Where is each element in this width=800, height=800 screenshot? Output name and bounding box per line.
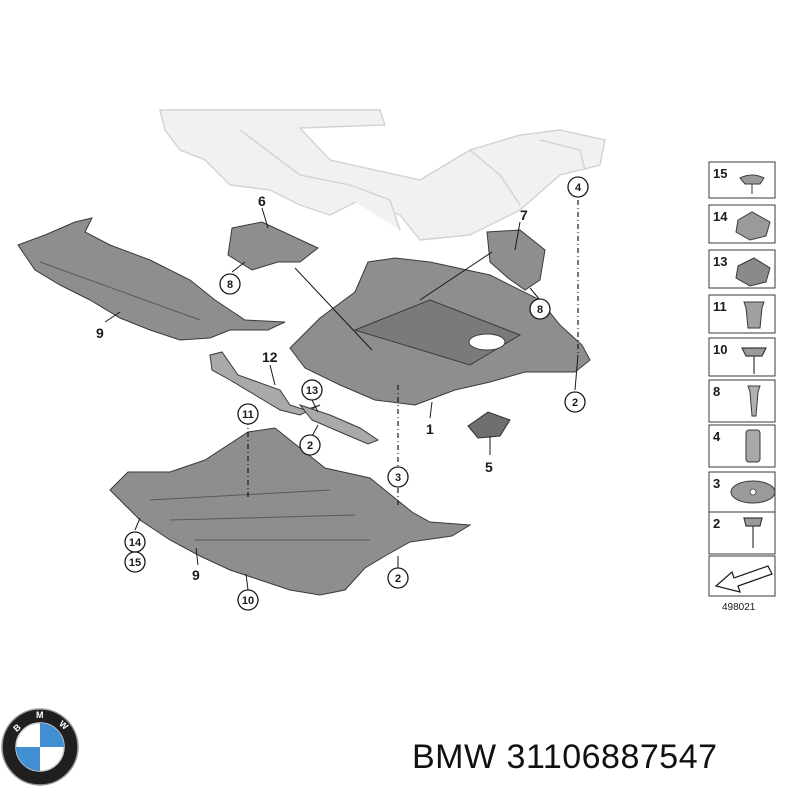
screw-15-icon <box>739 174 765 194</box>
bracket-6 <box>227 221 319 271</box>
main-underbody-shield <box>289 257 591 406</box>
legend-item-4: 4 <box>708 424 776 468</box>
label-12: 12 <box>262 349 278 365</box>
direction-arrow-icon <box>714 565 773 593</box>
brand-part-number: BMW 31106887547 <box>412 738 718 776</box>
callout-15: 15 <box>124 551 146 573</box>
callout-4: 4 <box>567 176 589 198</box>
side-underbody-panel <box>17 217 286 341</box>
diagram-id: 498021 <box>722 602 756 613</box>
svg-text:15: 15 <box>129 557 141 569</box>
callout-8-left: 8 <box>219 273 241 295</box>
label-9-lower: 9 <box>192 567 200 583</box>
svg-text:11: 11 <box>242 409 254 421</box>
legend-item-2: 2 <box>708 511 776 555</box>
mounting-bracket-13 <box>298 403 380 445</box>
callout-10: 10 <box>237 589 259 611</box>
svg-text:15: 15 <box>713 166 727 181</box>
label-6: 6 <box>258 193 266 209</box>
label-7: 7 <box>520 207 528 223</box>
callout-2-bracket: 2 <box>299 434 321 456</box>
legend-item-3: 3 <box>708 471 776 513</box>
svg-text:3: 3 <box>713 476 720 491</box>
spacer-sleeve-4-icon <box>745 429 761 463</box>
svg-text:4: 4 <box>575 182 582 194</box>
clip-nut-14-icon <box>735 211 771 241</box>
legend-item-8: 8 <box>708 379 776 423</box>
legend-item-10: 10 <box>708 337 776 377</box>
label-5: 5 <box>485 459 493 475</box>
svg-text:14: 14 <box>713 209 728 224</box>
legend-item-13: 13 <box>708 249 776 289</box>
svg-text:10: 10 <box>713 342 727 357</box>
legend-item-15: 15 <box>708 161 776 199</box>
bmw-roundel-icon: B M W <box>1 708 79 786</box>
svg-text:4: 4 <box>713 429 721 444</box>
front-subframe-ghost <box>159 109 606 241</box>
parts-legend: 15 14 13 11 10 8 4 <box>708 161 776 613</box>
expanding-rivet-8-icon <box>747 385 761 417</box>
callout-14: 14 <box>124 531 146 553</box>
logo-letter-m: M <box>36 710 44 720</box>
callout-2-main: 2 <box>564 391 586 413</box>
hex-bolt-2-icon <box>743 517 763 548</box>
svg-text:2: 2 <box>395 573 401 585</box>
direction-arrow-box <box>708 555 776 597</box>
svg-text:14: 14 <box>129 537 142 549</box>
svg-text:13: 13 <box>306 385 318 397</box>
svg-text:2: 2 <box>713 516 720 531</box>
svg-text:3: 3 <box>395 472 401 484</box>
svg-text:13: 13 <box>713 254 727 269</box>
svg-text:10: 10 <box>242 595 254 607</box>
lower-underbody-shield <box>109 427 472 596</box>
leader-lines <box>104 200 579 591</box>
svg-text:2: 2 <box>307 440 313 452</box>
grommet-11-icon <box>743 301 765 329</box>
svg-text:8: 8 <box>713 384 720 399</box>
logo-letter-b: B <box>11 722 23 734</box>
svg-text:11: 11 <box>713 299 727 314</box>
svg-text:8: 8 <box>537 304 543 316</box>
rotary-plate-5 <box>467 411 511 439</box>
clip-nut-13-icon <box>735 257 771 287</box>
callout-11: 11 <box>237 403 259 425</box>
label-9-upper: 9 <box>96 325 104 341</box>
svg-text:8: 8 <box>227 279 233 291</box>
svg-text:2: 2 <box>572 397 578 409</box>
screw-10-icon <box>741 347 767 374</box>
callout-3: 3 <box>387 466 409 488</box>
label-1: 1 <box>426 421 434 437</box>
callout-13: 13 <box>301 379 323 401</box>
legend-item-11: 11 <box>708 294 776 334</box>
callout-2-lower: 2 <box>387 567 409 589</box>
bracket-7 <box>486 229 546 291</box>
callout-8-right: 8 <box>529 298 551 320</box>
legend-item-14: 14 <box>708 204 776 244</box>
